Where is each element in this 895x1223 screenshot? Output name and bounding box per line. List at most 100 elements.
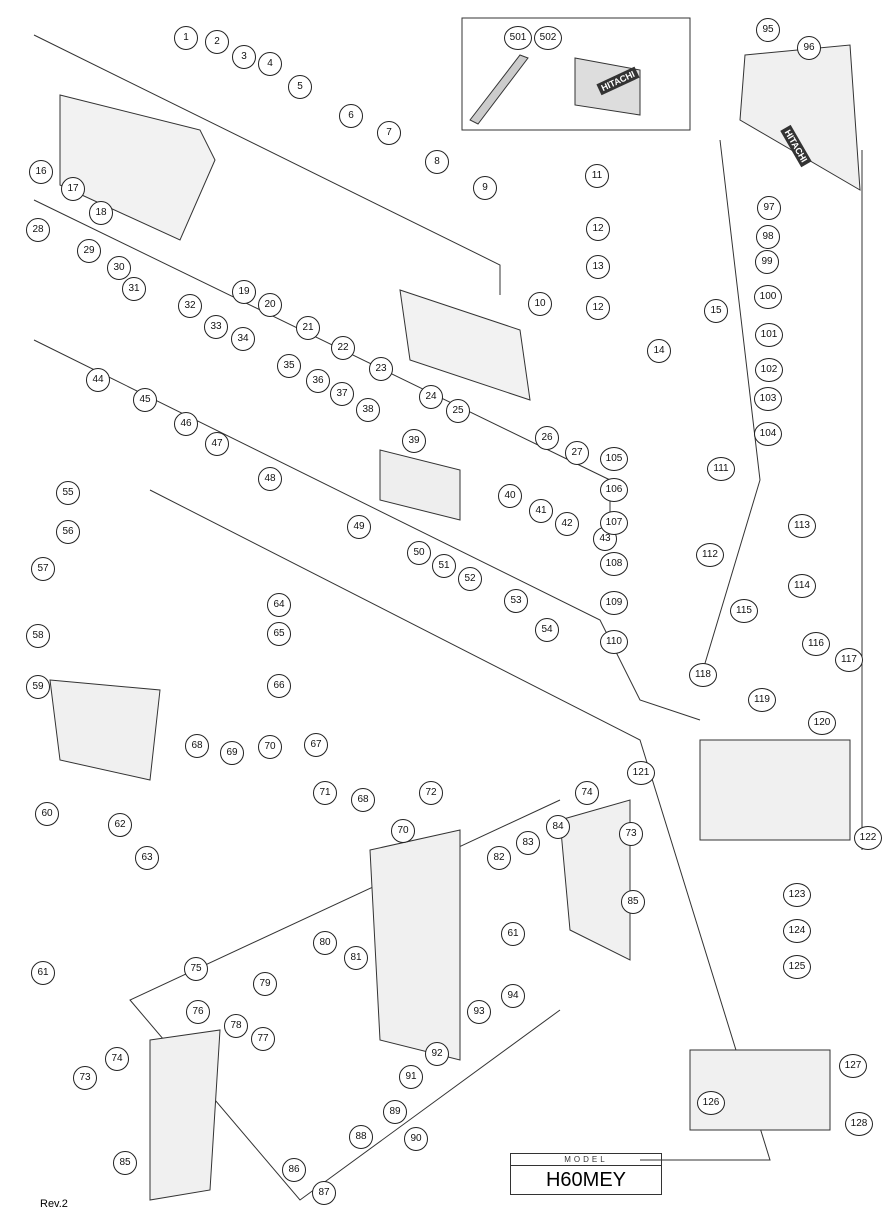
part-number-label: 61 (501, 922, 525, 946)
part-number-label: 64 (267, 593, 291, 617)
part-number-label: 27 (565, 441, 589, 465)
part-number-label: 39 (402, 429, 426, 453)
part-number-label: 113 (788, 514, 816, 538)
part-number-label: 502 (534, 26, 562, 50)
part-number-label: 66 (267, 674, 291, 698)
part-number-label: 2 (205, 30, 229, 54)
part-number-label: 21 (296, 316, 320, 340)
part-number-label: 62 (108, 813, 132, 837)
part-number-label: 85 (621, 890, 645, 914)
part-number-label: 3 (232, 45, 256, 69)
part-number-label: 63 (135, 846, 159, 870)
part-number-label: 20 (258, 293, 282, 317)
part-number-label: 126 (697, 1091, 725, 1115)
part-number-label: 92 (425, 1042, 449, 1066)
part-number-label: 119 (748, 688, 776, 712)
part-number-label: 37 (330, 382, 354, 406)
part-number-label: 11 (585, 164, 609, 188)
part-number-label: 29 (77, 239, 101, 263)
model-label: MODEL (511, 1154, 661, 1166)
part-number-label: 72 (419, 781, 443, 805)
part-number-label: 85 (113, 1151, 137, 1175)
part-number-label: 17 (61, 177, 85, 201)
part-number-label: 44 (86, 368, 110, 392)
part-number-label: 68 (185, 734, 209, 758)
part-number-label: 7 (377, 121, 401, 145)
part-number-label: 78 (224, 1014, 248, 1038)
part-number-label: 102 (755, 358, 783, 382)
part-number-label: 56 (56, 520, 80, 544)
part-number-label: 108 (600, 552, 628, 576)
part-number-label: 45 (133, 388, 157, 412)
part-number-label: 14 (647, 339, 671, 363)
part-number-label: 69 (220, 741, 244, 765)
part-number-label: 121 (627, 761, 655, 785)
part-number-label: 19 (232, 280, 256, 304)
part-number-label: 35 (277, 354, 301, 378)
part-number-label: 116 (802, 632, 830, 656)
part-number-label: 125 (783, 955, 811, 979)
part-number-label: 16 (29, 160, 53, 184)
part-number-label: 87 (312, 1181, 336, 1205)
accessory-box (461, 17, 691, 131)
part-number-label: 115 (730, 599, 758, 623)
part-number-label: 22 (331, 336, 355, 360)
part-number-label: 58 (26, 624, 50, 648)
part-number-label: 91 (399, 1065, 423, 1089)
part-number-label: 41 (529, 499, 553, 523)
part-number-label: 24 (419, 385, 443, 409)
part-number-label: 51 (432, 554, 456, 578)
part-number-label: 124 (783, 919, 811, 943)
part-number-label: 103 (754, 387, 782, 411)
part-number-label: 99 (755, 250, 779, 274)
part-number-label: 70 (258, 735, 282, 759)
part-number-label: 8 (425, 150, 449, 174)
part-number-label: 94 (501, 984, 525, 1008)
part-number-label: 86 (282, 1158, 306, 1182)
part-number-label: 47 (205, 432, 229, 456)
part-number-label: 127 (839, 1054, 867, 1078)
part-number-label: 107 (600, 511, 628, 535)
revision: Rev.2 (40, 1198, 68, 1210)
part-number-label: 83 (516, 831, 540, 855)
part-number-label: 9 (473, 176, 497, 200)
part-number-label: 93 (467, 1000, 491, 1024)
part-number-label: 5 (288, 75, 312, 99)
part-number-label: 79 (253, 972, 277, 996)
part-number-label: 76 (186, 1000, 210, 1024)
part-number-label: 90 (404, 1127, 428, 1151)
part-number-label: 100 (754, 285, 782, 309)
part-number-label: 97 (757, 196, 781, 220)
part-number-label: 48 (258, 467, 282, 491)
part-number-label: 128 (845, 1112, 873, 1136)
part-number-label: 74 (575, 781, 599, 805)
part-number-label: 120 (808, 711, 836, 735)
part-number-label: 73 (73, 1066, 97, 1090)
part-number-label: 1 (174, 26, 198, 50)
part-number-label: 50 (407, 541, 431, 565)
model-name: H60MEY (545, 1169, 627, 1191)
part-number-label: 73 (619, 822, 643, 846)
part-number-label: 53 (504, 589, 528, 613)
model-box: MODEL H60MEY (510, 1153, 662, 1195)
part-number-label: 122 (854, 826, 882, 850)
part-number-label: 118 (689, 663, 717, 687)
part-number-label: 71 (313, 781, 337, 805)
part-number-label: 74 (105, 1047, 129, 1071)
part-number-label: 23 (369, 357, 393, 381)
part-number-label: 75 (184, 957, 208, 981)
part-number-label: 32 (178, 294, 202, 318)
part-number-label: 25 (446, 399, 470, 423)
part-number-label: 52 (458, 567, 482, 591)
part-number-label: 12 (586, 217, 610, 241)
part-number-label: 57 (31, 557, 55, 581)
part-number-label: 114 (788, 574, 816, 598)
part-number-label: 105 (600, 447, 628, 471)
part-number-label: 46 (174, 412, 198, 436)
part-number-label: 111 (707, 457, 735, 481)
part-number-label: 13 (586, 255, 610, 279)
part-number-label: 96 (797, 36, 821, 60)
part-number-label: 117 (835, 648, 863, 672)
